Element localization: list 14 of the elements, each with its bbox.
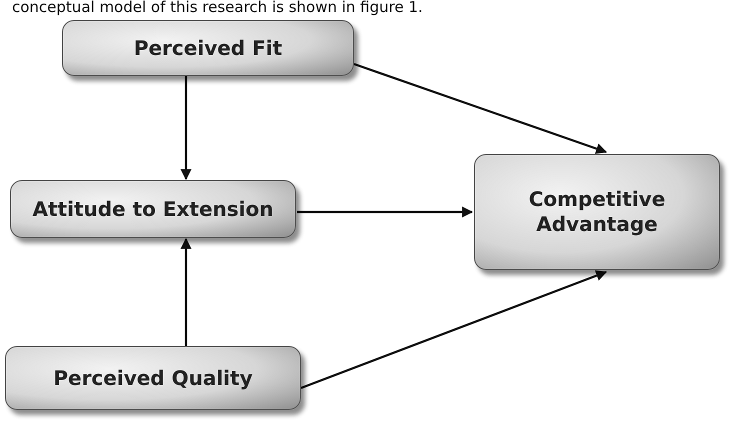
concept-label: Perceived Quality xyxy=(53,366,253,390)
arrow xyxy=(354,62,608,154)
arrow xyxy=(180,76,192,180)
arrow xyxy=(300,270,608,390)
concept-label: Perceived Fit xyxy=(134,36,282,60)
concept-label: Attitude to Extension xyxy=(32,196,274,222)
concept-box xyxy=(62,20,354,76)
concept-label: Competitive Advantage xyxy=(528,187,666,237)
concept-box xyxy=(474,154,720,270)
body-text: conceptual model of this research is shown in figure 1. xyxy=(12,0,423,15)
concept-box xyxy=(10,180,296,238)
arrow xyxy=(180,238,192,346)
arrow xyxy=(297,206,474,218)
concept-box xyxy=(5,346,301,410)
